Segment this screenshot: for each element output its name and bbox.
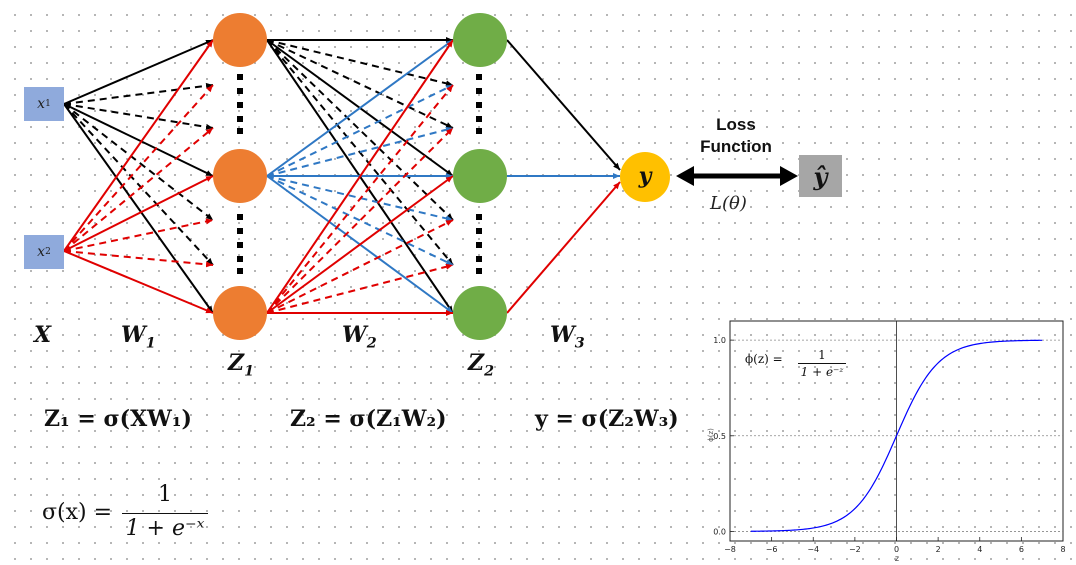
edge-x2-h1-2 [63,250,214,314]
edge-h2-bot-out [506,181,621,314]
x-tick-label-6: 4 [977,545,982,554]
chart-annotation-lhs: ϕ(z) = [745,352,783,366]
edge-h12-h2-dashed-3 [266,263,454,314]
edge-x1-h1-1 [63,103,214,177]
edge-h10-h2-dashed-1 [266,39,454,129]
chart-annotation-fraction: 1 1 + e⁻ᶻ [796,348,848,379]
output-node-label: y [638,163,652,189]
y-tick-label-0: 0.0 [713,527,726,536]
edge-x2-h1-dashed-3 [63,250,214,268]
x-tick-label-4: 0 [894,545,899,554]
equation-y: y = σ(Z₂W₃) [535,406,679,432]
edge-x2-h1-dashed-1 [63,127,214,252]
x-tick-label-5: 2 [936,545,941,554]
edge-h11-h2-dashed-2 [266,175,454,222]
target-yhat-box: ŷ [799,155,842,197]
hidden1-node-middle [213,149,267,203]
sigmoid-fraction: 1 1 + e⁻ˣ [120,478,210,548]
x-axis-label: z [895,554,899,563]
edge-h10-h2-dashed-0 [266,39,454,87]
edge-h10-h2-dashed-3 [266,39,454,266]
edge-h12-h2-dashed-1 [266,127,454,314]
edge-h12-h2-dashed-2 [266,219,454,314]
edge-x1-h1-0 [63,39,214,105]
edge-x1-h1-dashed-3 [63,103,214,266]
edge-h11-h2-0 [266,39,454,177]
x-tick-label-8: 8 [1060,545,1065,554]
edge-h11-h2-dashed-0 [266,84,454,177]
loss-formula: L(θ) [710,193,747,214]
edge-x2-h1-0 [63,39,214,252]
edge-x1-h1-dashed-2 [63,103,214,221]
edge-x1-h1-dashed-0 [63,82,214,105]
label-W3: W3 [550,322,585,352]
y-axis-label: ϕ(z) [707,428,715,442]
edge-h12-h2-dashed-0 [266,84,454,314]
label-W1: W1 [121,322,156,352]
x-tick-label-7: 6 [1019,545,1024,554]
sigmoid-chart: 0.0 0.5 1.0 −8 −6 −4 −2 0 2 4 6 8 z ϕ(z) [707,320,1066,563]
label-Z1: Z1 [228,350,255,380]
sigmoid-curve [750,339,1043,532]
edge-x2-h1-1 [63,175,214,252]
output-node [620,152,670,202]
y-tick-label-2: 1.0 [713,336,726,345]
edge-h11-h2-dashed-3 [266,175,454,266]
edge-x1-h1-dashed-1 [63,103,214,130]
equation-z2: Z₂ = σ(Z₁W₂) [290,406,447,432]
label-Z2: Z2 [468,350,495,380]
ellipsis-dots [237,74,482,274]
edge-x2-h1-dashed-0 [63,84,214,252]
sigmoid-equation-lhs: σ(x) = [42,500,113,525]
edge-h12-h2-1 [266,175,454,314]
x-tick-label-1: −6 [766,545,778,554]
hidden2-node-middle [453,149,507,203]
hidden1-node-bottom [213,286,267,340]
equation-z1: Z₁ = σ(XW₁) [44,406,192,432]
x-tick-label-3: −2 [849,545,861,554]
edge-x2-h1-dashed-2 [63,218,214,252]
edge-x1-h1-2 [63,103,214,314]
hidden2-node-bottom [453,286,507,340]
x-tick-label-2: −4 [807,545,819,554]
hidden1-node-top [213,13,267,67]
edge-h10-h2-dashed-2 [266,39,454,221]
x-tick-label-0: −8 [724,545,736,554]
label-W2: W2 [342,322,377,352]
edge-h2-top-out [506,39,621,171]
hidden2-node-top [453,13,507,67]
loss-double-arrow [676,166,798,186]
label-X: X [34,322,52,348]
y-tick-label-1: 0.5 [713,432,726,441]
edge-h11-h2-dashed-1 [266,126,454,177]
edge-h12-h2-0 [266,39,454,314]
